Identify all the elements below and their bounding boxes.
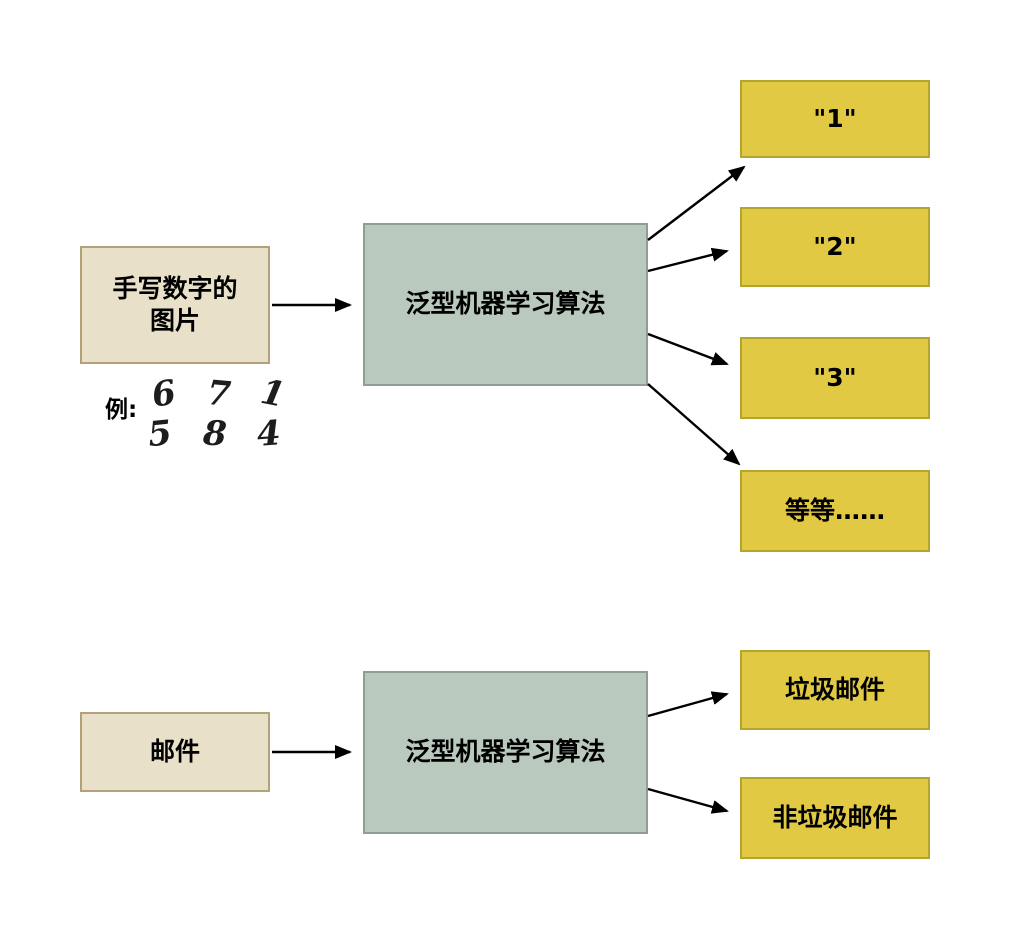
process-box-ml-algorithm-bottom: 泛型机器学习算法 (363, 671, 648, 834)
input-box-handwritten-digits: 手写数字的 图片 (80, 246, 270, 364)
output-box-label: 垃圾邮件 (784, 674, 885, 704)
input-box-label-line1: 手写数字的 (112, 273, 238, 303)
arrow-process-to-output-2 (647, 247, 729, 273)
handwritten-digit: 5 (145, 412, 176, 456)
output-box-spam: 垃圾邮件 (740, 650, 930, 730)
output-box-label: "1" (813, 103, 857, 133)
handwritten-digits-row-2: 5 8 4 (145, 412, 298, 456)
arrow-process-to-spam (647, 691, 729, 718)
handwritten-digit: 7 (204, 372, 234, 416)
output-box-label: 等等…… (784, 495, 885, 525)
output-box-label: "3" (813, 362, 857, 392)
input-box-label-line2: 图片 (149, 306, 200, 335)
example-label: 例: (105, 397, 138, 423)
input-box-email: 邮件 (80, 712, 270, 792)
output-box-digit-3: "3" (740, 337, 930, 419)
handwritten-digit: 6 (149, 372, 181, 416)
handwritten-digit: 1 (257, 371, 291, 417)
handwritten-digit: 8 (201, 413, 230, 455)
output-box-digit-1: "1" (740, 80, 930, 158)
arrow-process-to-output-1 (647, 165, 746, 241)
output-box-label: "2" (813, 231, 857, 261)
output-box-not-spam: 非垃圾邮件 (740, 777, 930, 859)
handwritten-digits-row-1: 6 7 1 (149, 371, 302, 417)
output-box-etc: 等等…… (740, 470, 930, 552)
input-box-label: 邮件 (149, 736, 200, 766)
process-box-ml-algorithm-top: 泛型机器学习算法 (363, 223, 648, 386)
arrow-process-to-not-spam (647, 787, 729, 814)
output-box-label: 非垃圾邮件 (772, 802, 898, 832)
handwritten-digit: 4 (255, 413, 285, 455)
arrow-process-to-output-3 (647, 332, 729, 366)
process-box-label: 泛型机器学习算法 (405, 737, 606, 767)
arrow-process-to-output-etc (647, 383, 741, 466)
process-box-label: 泛型机器学习算法 (405, 289, 606, 319)
output-box-digit-2: "2" (740, 207, 930, 287)
